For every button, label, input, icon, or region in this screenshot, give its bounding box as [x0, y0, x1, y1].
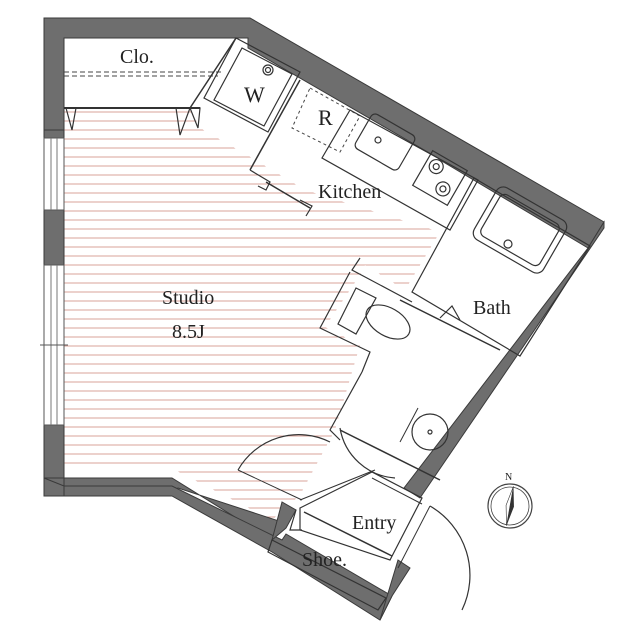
- studio-door: [237, 434, 331, 501]
- fridge-label: R: [318, 105, 333, 130]
- entry-label: Entry: [352, 512, 396, 534]
- washer-label: W: [244, 82, 265, 107]
- studio-label: Studio: [162, 287, 214, 309]
- studio-size-label: 8.5J: [172, 321, 205, 343]
- kitchen-counter: [321, 109, 479, 231]
- compass-north-label: N: [505, 472, 512, 483]
- toilet-area: [319, 257, 501, 373]
- studio-floor: [62, 111, 440, 518]
- closet-area: [64, 71, 222, 136]
- compass-icon: N: [487, 472, 533, 529]
- bath-room: [411, 177, 591, 357]
- entry-area: [267, 469, 471, 611]
- bath-label: Bath: [473, 297, 511, 319]
- kitchen-walls: [249, 169, 313, 217]
- closet-label: Clo.: [120, 46, 154, 68]
- washer-box: [189, 37, 301, 133]
- kitchen-label: Kitchen: [318, 181, 381, 203]
- fridge-area: [249, 79, 361, 171]
- washbasin: [329, 371, 449, 481]
- shoe-label: Shoe.: [302, 549, 347, 571]
- outer-walls: [43, 17, 605, 621]
- left-windows: [40, 137, 68, 426]
